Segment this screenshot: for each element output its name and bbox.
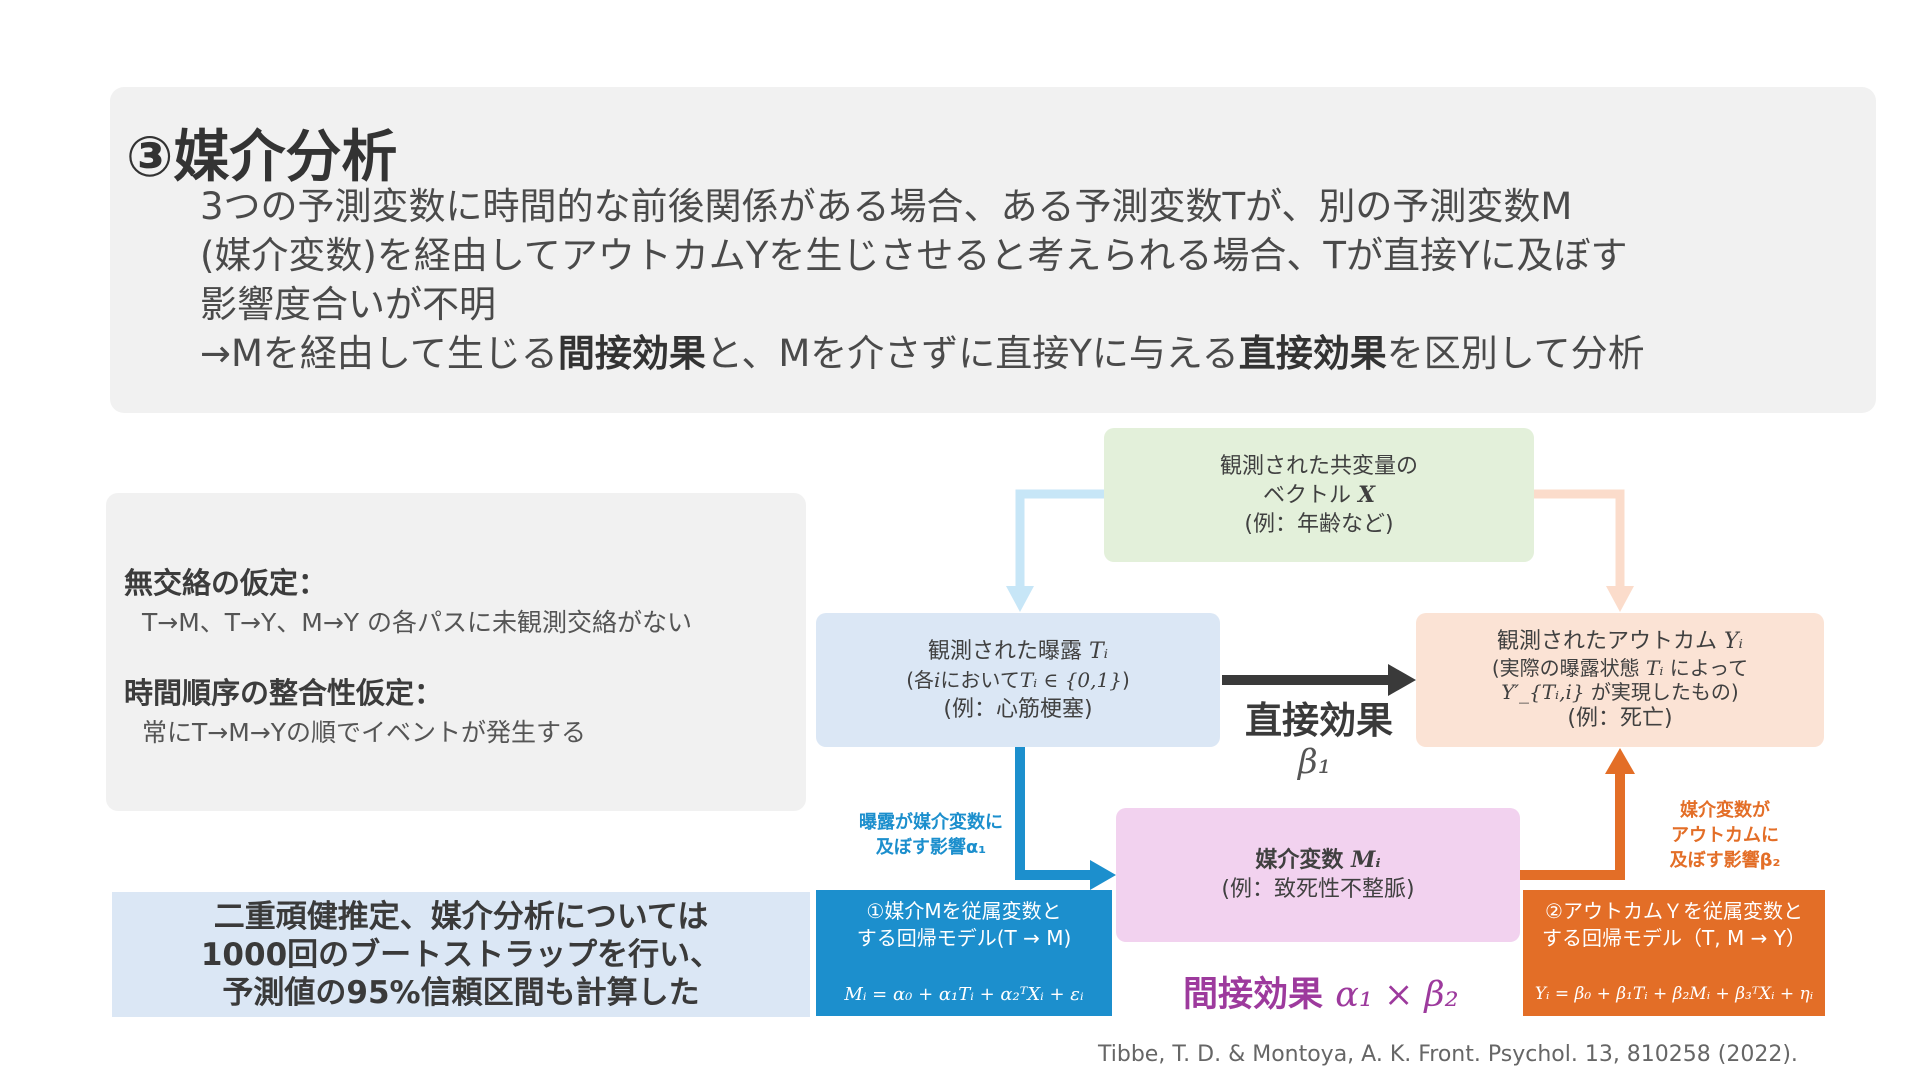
alpha1-label-line-1: 曝露が媒介変数に — [859, 812, 1003, 833]
exposure-domain: Tᵢ ∈ {0,1} — [1019, 667, 1122, 692]
beta2-label-line-2: アウトカムに — [1671, 825, 1779, 846]
desc-line-3: 影響度合いが不明 — [200, 283, 496, 326]
indirect-effect-term: 間接効果 — [557, 332, 706, 375]
indirect-effect-symbol: α₁ × β₂ — [1335, 975, 1459, 1015]
indirect-effect-label: 間接効果 α₁ × β₂ — [1183, 966, 1459, 1017]
exposure-l2a: (各 — [906, 667, 935, 692]
mediator-example: (例：致死性不整脈) — [1221, 877, 1415, 902]
note-line-1: 二重頑健推定、媒介分析については — [213, 898, 709, 935]
temporal-order-text: 常にT→M→Yの順でイベントが発生する — [142, 718, 587, 747]
note-line-3: 予測値の95%信頼区間も計算した — [222, 974, 700, 1011]
direct-effect-beta1: β₁ — [1298, 742, 1332, 782]
mediator-node: 媒介変数 Mᵢ (例：致死性不整脈) — [1116, 808, 1520, 942]
citation: Tibbe, T. D. & Montoya, A. K. Front. Psy… — [1098, 1042, 1798, 1067]
covariate-vector-text: ベクトル — [1262, 482, 1358, 508]
outcome-y-symbol: Yᵢ — [1724, 629, 1743, 654]
outcome-potential-symbol: Y′_{Tᵢ,i} — [1501, 680, 1585, 704]
outcome-l2b: によって — [1663, 656, 1749, 680]
desc-line-1: 3つの予測変数に時間的な前後関係がある場合、ある予測変数Tが、別の予測変数M — [200, 185, 1573, 228]
desc-line-4e: を区別して分析 — [1386, 332, 1645, 375]
outcome-line-2: (実際の曝露状態 Tᵢ によって — [1492, 656, 1748, 680]
direct-effect-label: 直接効果 — [1245, 699, 1393, 742]
exposure-l2c: ) — [1121, 667, 1130, 692]
exposure-line-2: (各iにおいてTᵢ ∈ {0,1}) — [906, 666, 1130, 695]
beta2-label: 媒介変数が アウトカムに 及ぼす影響β₂ — [1650, 798, 1800, 873]
alpha1-label-line-2: 及ぼす影響α₁ — [875, 837, 987, 858]
direct-effect-term: 直接効果 — [1238, 332, 1387, 375]
mediator-to-outcome-arrowhead — [1605, 748, 1635, 774]
mediator-line-1: 媒介変数 Mᵢ — [1255, 846, 1380, 875]
mediator-model-box: ①媒介Mを従属変数と する回帰モデル(T → M) Mᵢ = α₀ + α₁Tᵢ… — [816, 890, 1112, 1016]
indirect-effect-text: 間接効果 — [1183, 975, 1336, 1015]
note-line-2: 1000回のブートストラップを行い、 — [200, 936, 722, 973]
exposure-to-mediator-arrowhead — [1090, 860, 1116, 890]
exposure-example: (例：心筋梗塞) — [943, 696, 1093, 722]
alpha1-label: 曝露が媒介変数に 及ぼす影響α₁ — [846, 810, 1016, 860]
model2-line-1: ②アウトカムＹを従属変数と — [1545, 899, 1803, 923]
exposure-t-symbol: Tᵢ — [1088, 638, 1109, 664]
covariate-example: (例：年齢など) — [1244, 511, 1394, 537]
covariate-to-exposure-arrow — [1015, 489, 1104, 588]
exposure-l2b: において — [940, 667, 1020, 692]
desc-line-4c: と、Mを介さずに直接Yに与える — [705, 332, 1239, 375]
temporal-order-heading: 時間順序の整合性仮定： — [124, 676, 444, 710]
mediator-m-symbol: Mᵢ — [1351, 847, 1381, 873]
model1-equation: Mᵢ = α₀ + α₁Tᵢ + α₂ᵀXᵢ + εᵢ — [844, 984, 1084, 1005]
mediator-to-outcome-arrow — [1520, 772, 1625, 880]
beta2-label-line-1: 媒介変数が — [1680, 800, 1770, 821]
intro-description: 3つの予測変数に時間的な前後関係がある場合、ある予測変数Tが、別の予測変数M (… — [200, 182, 1645, 378]
covariate-to-outcome-arrowhead — [1606, 586, 1634, 612]
outcome-example: (例：死亡) — [1567, 706, 1673, 731]
no-confounding-heading: 無交絡の仮定： — [124, 566, 328, 600]
outcome-t-symbol: Tᵢ — [1646, 656, 1664, 680]
outcome-title: 観測されたアウトカム — [1497, 629, 1725, 654]
desc-line-2: (媒介変数)を経由してアウトカムYを生じさせると考えられる場合、Tが直接Yに及ぼ… — [200, 234, 1628, 277]
outcome-l2a: (実際の曝露状態 — [1491, 656, 1647, 680]
desc-line-4: →Mを経由して生じる間接効果と、Mを介さずに直接Yに与える直接効果を区別して分析 — [200, 329, 1645, 378]
exposure-title: 観測された曝露 — [927, 638, 1089, 664]
exposure-line-1: 観測された曝露 Tᵢ — [928, 637, 1108, 666]
model2-line-2: する回帰モデル（T, M → Y） — [1542, 926, 1806, 950]
covariate-line-1: 観測された共変量の — [1219, 453, 1418, 479]
covariate-line-2: ベクトル X — [1263, 481, 1375, 510]
exposure-to-mediator-arrow — [1015, 747, 1092, 880]
assumptions-panel — [106, 493, 806, 811]
covariate-node: 観測された共変量の ベクトル X (例：年齢など) — [1104, 428, 1534, 562]
exposure-i-symbol: i — [934, 667, 941, 692]
model2-equation: Yᵢ = β₀ + β₁Tᵢ + β₂Mᵢ + β₃ᵀXᵢ + ηᵢ — [1534, 984, 1814, 1004]
outcome-node: 観測されたアウトカム Yᵢ (実際の曝露状態 Tᵢ によって Y′_{Tᵢ,i}… — [1416, 613, 1824, 747]
model1-line-2: する回帰モデル(T → M) — [856, 926, 1072, 950]
outcome-model-box: ②アウトカムＹを従属変数と する回帰モデル（T, M → Y） Yᵢ = β₀ … — [1523, 890, 1825, 1016]
covariate-x-symbol: X — [1357, 481, 1376, 508]
mediator-title: 媒介変数 — [1255, 848, 1352, 873]
no-confounding-text: T→M、T→Y、M→Y の各パスに未観測交絡がない — [142, 608, 693, 637]
desc-line-4a: →Mを経由して生じる — [200, 332, 558, 375]
direct-effect-arrowhead — [1388, 664, 1416, 696]
page-title: ③媒介分析 — [126, 125, 398, 190]
intro-panel — [110, 87, 1876, 413]
covariate-to-exposure-arrowhead — [1006, 586, 1034, 612]
beta2-label-line-3: 及ぼす影響β₂ — [1669, 850, 1781, 871]
covariate-to-outcome-arrow — [1534, 489, 1625, 588]
outcome-line-1: 観測されたアウトカム Yᵢ — [1497, 627, 1743, 656]
bootstrap-note: 二重頑健推定、媒介分析については 1000回のブートストラップを行い、 予測値の… — [112, 892, 810, 1017]
model1-line-1: ①媒介Mを従属変数と — [866, 899, 1062, 923]
outcome-l3: が実現したもの) — [1584, 680, 1739, 704]
exposure-node: 観測された曝露 Tᵢ (各iにおいてTᵢ ∈ {0,1}) (例：心筋梗塞) — [816, 613, 1220, 747]
outcome-line-3: Y′_{Tᵢ,i} が実現したもの) — [1501, 680, 1738, 704]
